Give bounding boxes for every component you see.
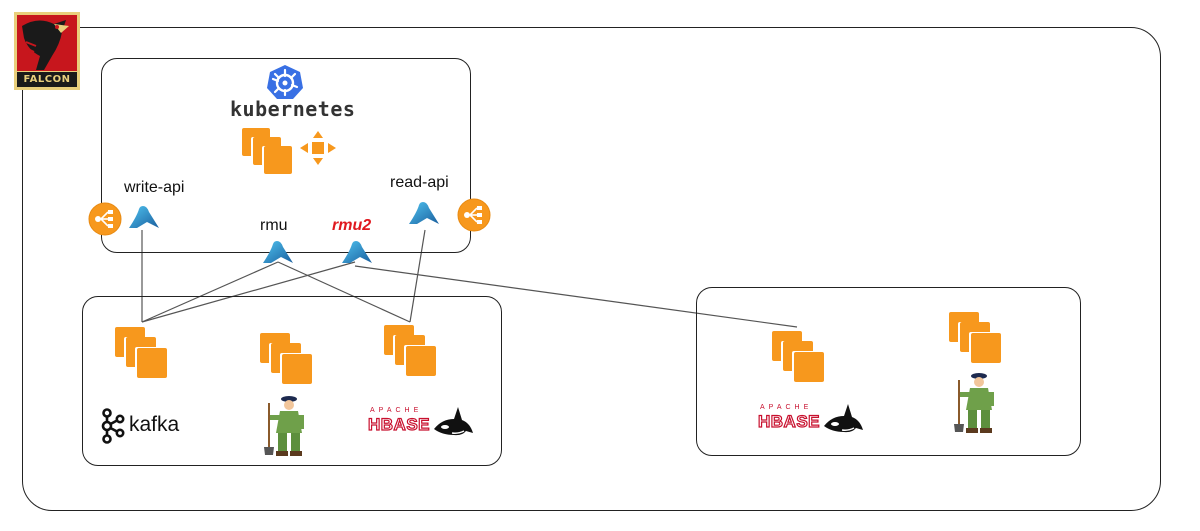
line-kafka-rmu — [141, 261, 279, 323]
remote-zookeeper-instances-icon — [949, 312, 1001, 364]
outer-frame — [22, 27, 1161, 511]
primary-data-cluster-box — [82, 296, 502, 466]
write-api-service-icon — [127, 206, 161, 230]
rmu2-label: rmu2 — [332, 217, 372, 234]
line-read-api-hbase — [409, 229, 426, 323]
zookeeper-figure-icon — [262, 393, 310, 459]
line-kafka-rmu2 — [141, 261, 356, 323]
remote-zookeeper-figure-icon — [952, 370, 1000, 436]
line-rmu-hbase — [277, 261, 411, 323]
remote-hbase-logo: APACHE HBASE — [757, 404, 866, 434]
hbase-logo: APACHE HBASE — [367, 407, 476, 437]
falcon-logo-text: FALCON — [23, 74, 71, 85]
read-api-label: read-api — [390, 174, 449, 191]
remote-orca-icon — [824, 404, 863, 433]
kafka-instances-icon — [115, 327, 167, 379]
line-rmu2-remote-hbase — [354, 265, 798, 328]
rmu-service-icon — [261, 241, 295, 265]
secondary-data-cluster-box — [696, 287, 1081, 456]
zookeeper-instances-icon — [260, 333, 312, 385]
orca-icon — [434, 407, 473, 436]
load-balancer-right-icon — [457, 198, 491, 232]
load-balancer-left-icon — [88, 202, 122, 236]
falcon-logo: FALCON — [14, 12, 80, 90]
remote-hbase-instances-icon — [772, 331, 824, 383]
hbase-instances-icon — [384, 325, 436, 377]
rmu-label: rmu — [260, 217, 288, 234]
hbase-text: HBASE — [367, 414, 431, 434]
kubernetes-icon — [266, 64, 304, 100]
remote-hbase-apache-text: APACHE — [760, 404, 813, 411]
kafka-label: kafka — [129, 413, 180, 436]
kafka-logo-icon — [101, 408, 125, 444]
rmu2-service-icon — [340, 241, 374, 265]
remote-hbase-text: HBASE — [757, 411, 821, 431]
autoscaling-icon — [300, 131, 336, 165]
hbase-apache-text: APACHE — [370, 407, 423, 414]
read-api-service-icon — [407, 202, 441, 226]
kubernetes-title: kubernetes — [230, 97, 356, 121]
k8s-instances-icon — [242, 128, 292, 174]
write-api-label: write-api — [124, 179, 185, 196]
